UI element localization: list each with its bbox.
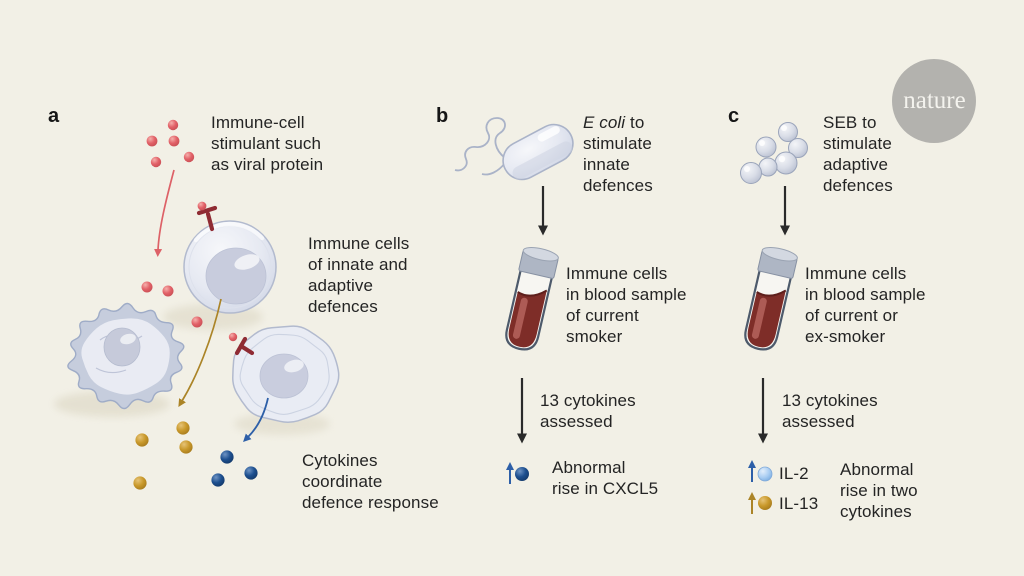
panel-a-illustration [54, 119, 340, 490]
panel-c-illustration [740, 59, 976, 514]
cytokine-release-arrow-blue [243, 397, 269, 442]
panel-b-label: b [436, 105, 449, 127]
macrophage-cell [67, 302, 185, 410]
caption-a-immune-cells: Immune cells of innate and adaptive defe… [308, 234, 410, 316]
blood-tube-icon [744, 247, 798, 351]
caption-c-stimulant: SEB to stimulate adaptive defences [823, 113, 893, 195]
caption-c-assessed: 13 cytokines assessed [782, 391, 878, 431]
viral-protein-dots [141, 281, 203, 328]
caption-b-result: Abnormal rise in CXCL5 [552, 458, 659, 498]
stimulant-arrow [154, 169, 175, 257]
seb-icon [740, 122, 808, 184]
receptor-icon [196, 205, 218, 232]
caption-c-result: Abnormal rise in two cytokines [840, 460, 918, 521]
panel-c-label: c [728, 105, 740, 127]
il13-dot [758, 496, 772, 510]
caption-b-stimulant: E coli to stimulate innate defences [583, 112, 653, 196]
nature-logo [892, 59, 976, 143]
ecoli-italic: E coli [583, 113, 626, 132]
legend-il13-label: IL-13 [779, 494, 819, 513]
viral-protein-dots [146, 119, 195, 168]
legend-il2-label: IL-2 [779, 464, 809, 483]
cxcl5-dot [515, 467, 529, 481]
viral-protein-dot [197, 201, 207, 211]
cytokine-release-arrow-gold [178, 298, 222, 407]
ecoli-icon [454, 117, 574, 181]
cytokine-dots-blue [211, 450, 258, 487]
il2-dot [757, 466, 773, 482]
caption-a-cytokines: Cytokines coordinate defence response [302, 451, 439, 512]
lymphocyte-cell [232, 325, 340, 423]
cytokine-dots-gold [133, 421, 193, 490]
blood-tube-icon [505, 247, 559, 351]
panel-b-illustration [454, 117, 574, 484]
nature-logo-text: nature [903, 87, 966, 114]
receptor-icon [234, 336, 255, 356]
caption-c-sample: Immune cells in blood sample of current … [805, 264, 926, 346]
caption-b-assessed: 13 cytokines assessed [540, 391, 636, 431]
panel-a-label: a [48, 105, 60, 127]
ecoli-rest: to stimulate innate defences [583, 113, 653, 195]
viral-protein-dot [228, 332, 238, 342]
caption-a-stimulant: Immune-cell stimulant such as viral prot… [211, 113, 324, 174]
immune-cell [183, 220, 277, 314]
caption-b-sample: Immune cells in blood sample of current … [566, 264, 687, 346]
